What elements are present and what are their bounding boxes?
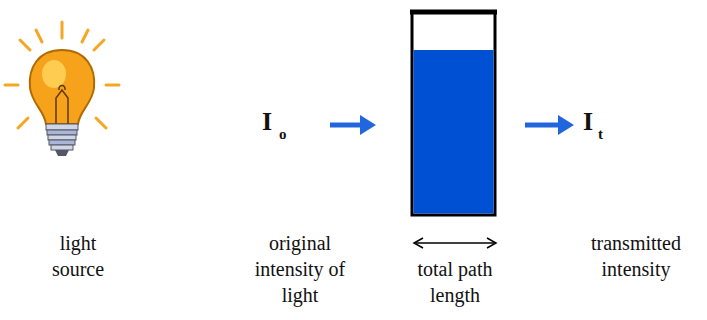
cuvette	[410, 12, 497, 215]
caption-label: light source	[38, 230, 118, 282]
caption-label: total path length	[400, 256, 510, 308]
path-length-arrow	[414, 238, 496, 248]
subscript: t	[598, 126, 603, 142]
caption-label: transmitted intensity	[571, 230, 701, 282]
subscript: o	[279, 126, 287, 142]
intensity-symbol: I	[262, 108, 272, 136]
light-rays	[5, 22, 119, 128]
light-bulb	[30, 50, 94, 156]
intensity-symbol: I	[583, 108, 593, 136]
incident-arrow	[330, 115, 376, 135]
caption-label: original intensity of light	[235, 230, 365, 308]
transmitted-arrow	[525, 115, 574, 135]
